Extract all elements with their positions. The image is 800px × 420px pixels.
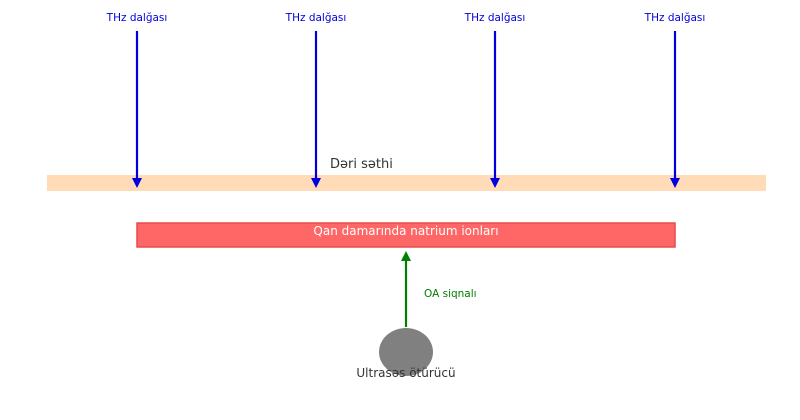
skin-surface-band (47, 175, 766, 191)
ultrasound-transducer (379, 328, 433, 376)
thz-wave-group: THz dalğası THz dalğası THz dalğası THz … (106, 12, 706, 188)
thz-wave-1: THz dalğası (106, 12, 168, 188)
ultrasound-transducer-label: Ultrasəs ötürücü (356, 366, 455, 380)
thz-wave-2: THz dalğası (285, 12, 347, 188)
skin-surface-label: Dəri səthi (330, 157, 393, 172)
thz-wave-label: THz dalğası (106, 12, 168, 24)
oa-signal-label: OA siqnalı (424, 288, 477, 300)
thz-wave-label: THz dalğası (644, 12, 706, 24)
thz-wave-label: THz dalğası (285, 12, 347, 24)
thz-wave-3: THz dalğası (464, 12, 526, 188)
blood-vessel-label: Qan damarında natrium ionları (313, 224, 498, 238)
thz-wave-label: THz dalğası (464, 12, 526, 24)
blood-vessel-bar (136, 222, 676, 248)
thz-wave-4: THz dalğası (644, 12, 706, 188)
